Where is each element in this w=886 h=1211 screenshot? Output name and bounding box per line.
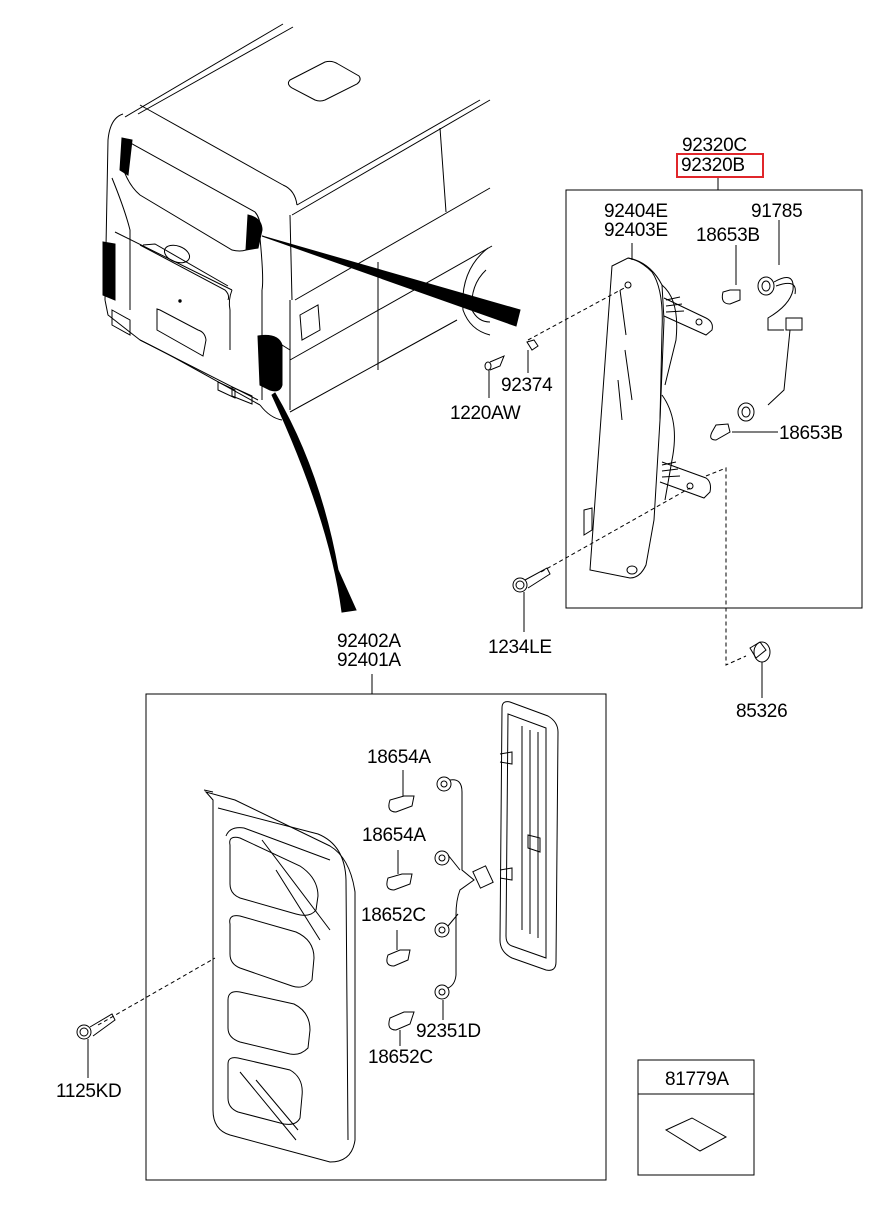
rear-lamp-housing	[203, 789, 356, 1163]
part-label-85326[interactable]: 85326	[736, 701, 788, 722]
clip-92374-drawing	[526, 339, 539, 373]
part-label-1220aw[interactable]: 1220AW	[450, 403, 521, 424]
lower-bulbs	[386, 795, 415, 1031]
part-label-18653b-bottom[interactable]: 18653B	[779, 423, 843, 444]
upper-lamp-housing	[583, 257, 713, 579]
bolt-1125kd-drawing	[76, 1013, 116, 1078]
part-label-92320c[interactable]: 92320C	[682, 135, 747, 156]
part-label-92320b[interactable]: 92320B	[681, 155, 745, 176]
lower-harness	[434, 776, 494, 1000]
screw-1220aw-drawing	[484, 355, 505, 398]
part-label-92401a[interactable]: 92401A	[337, 650, 401, 671]
upper-harness	[710, 276, 803, 441]
highlight-box	[676, 153, 764, 178]
lower-lamp-group-box	[145, 693, 607, 1181]
part-label-81779a[interactable]: 81779A	[665, 1069, 729, 1090]
part-label-18652c-2[interactable]: 18652C	[368, 1047, 433, 1068]
part-label-18653b-top[interactable]: 18653B	[696, 225, 760, 246]
part-label-18652c-1[interactable]: 18652C	[361, 905, 426, 926]
nut-85326-drawing	[749, 641, 771, 698]
part-label-1234le[interactable]: 1234LE	[488, 637, 552, 658]
part-label-92351d[interactable]: 92351D	[416, 1021, 481, 1042]
bolt-1234le-drawing	[512, 567, 551, 632]
part-label-91785[interactable]: 91785	[751, 201, 803, 222]
part-label-92404e[interactable]: 92404E	[604, 201, 668, 222]
van-body-illustration	[102, 23, 521, 613]
part-label-1125kd[interactable]: 1125KD	[56, 1081, 122, 1102]
part-label-92374[interactable]: 92374	[501, 375, 553, 396]
lamp-gasket	[499, 701, 559, 971]
label-plate-diamond	[664, 1117, 728, 1152]
part-label-92403e[interactable]: 92403E	[604, 220, 668, 241]
part-label-92402a[interactable]: 92402A	[337, 631, 401, 652]
label-plate-box	[637, 1059, 755, 1176]
part-label-18654a-1[interactable]: 18654A	[367, 747, 431, 768]
upper-lamp-group-box	[565, 189, 863, 609]
part-label-18654a-2[interactable]: 18654A	[362, 825, 426, 846]
